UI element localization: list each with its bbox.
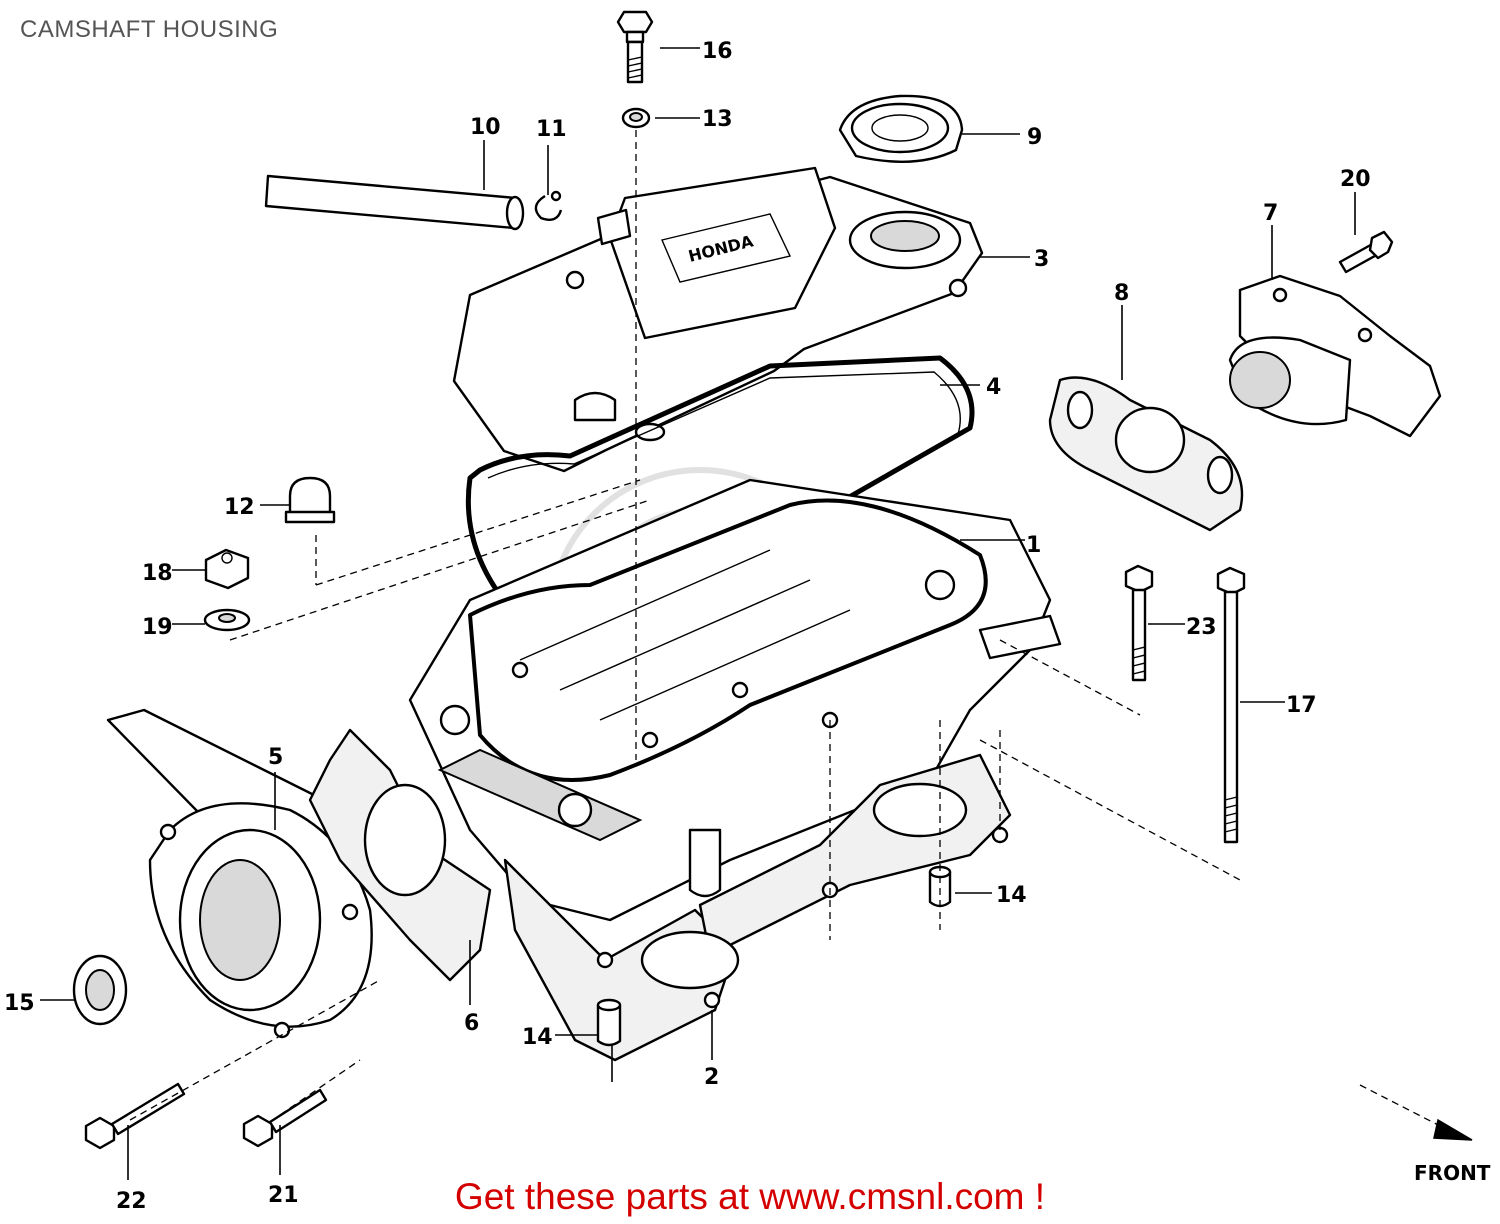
callout-5: 5 <box>268 745 283 770</box>
callout-15: 15 <box>4 991 35 1016</box>
part-1-camshaft-housing <box>408 478 1062 922</box>
part-19-washer <box>203 608 251 632</box>
part-16-bolt <box>616 10 654 84</box>
callout-17: 17 <box>1286 693 1317 718</box>
assembly-lines <box>129 130 1241 1121</box>
part-15-oil-seal <box>72 954 128 1026</box>
callout-19: 19 <box>142 615 173 640</box>
callout-3: 3 <box>1034 247 1049 272</box>
leader-lines <box>40 47 1356 1180</box>
callout-22: 22 <box>116 1189 147 1214</box>
part-22-bolt <box>84 1082 186 1150</box>
callout-18: 18 <box>142 561 173 586</box>
callout-16: 16 <box>702 39 733 64</box>
callout-6: 6 <box>464 1011 479 1036</box>
part-13-sealing-washer <box>621 107 651 129</box>
part-12-cap-nut <box>284 476 336 524</box>
callout-7: 7 <box>1263 201 1278 226</box>
callout-20: 20 <box>1340 167 1371 192</box>
part-10-breather-hose <box>264 174 525 231</box>
part-14-dowel-pin-left <box>596 998 622 1047</box>
part-6-gasket <box>308 728 492 982</box>
part-21-bolt <box>242 1088 328 1148</box>
callout-23: 23 <box>1186 615 1217 640</box>
part-17-long-stud-bolt <box>1216 566 1246 844</box>
front-label: FRONT <box>1414 1161 1491 1185</box>
callout-4: 4 <box>986 375 1001 400</box>
part-11-hose-clip <box>534 190 563 221</box>
part-2-camshaft-housing-gasket <box>503 753 1012 1062</box>
part-20-bolt <box>1338 230 1394 274</box>
part-23-bolt <box>1124 564 1154 682</box>
part-18-nut <box>204 548 250 590</box>
callout-12: 12 <box>224 495 255 520</box>
callouts: 1 2 3 4 5 6 7 8 9 10 11 12 13 14 14 15 1… <box>4 39 1371 1214</box>
callout-14-left: 14 <box>522 1025 553 1050</box>
part-3-cylinder-head-cover: HONDA <box>452 166 984 473</box>
callout-11: 11 <box>536 117 567 142</box>
callout-21: 21 <box>268 1183 299 1208</box>
callout-13: 13 <box>702 107 733 132</box>
callout-9: 9 <box>1027 125 1042 150</box>
footer-link-text[interactable]: Get these parts at www.cmsnl.com ! <box>454 1176 1046 1217</box>
callout-8: 8 <box>1114 281 1129 306</box>
callout-14-right: 14 <box>996 883 1027 908</box>
part-8-gasket <box>1048 376 1244 532</box>
callout-2: 2 <box>704 1065 719 1090</box>
part-5-side-cover <box>106 708 373 1039</box>
page-title: CAMSHAFT HOUSING <box>20 16 279 43</box>
part-9-oil-filler-cap <box>838 94 964 163</box>
front-direction-arrow: FRONT <box>1359 1084 1491 1185</box>
callout-10: 10 <box>470 115 501 140</box>
part-7-tachometer-gear-housing <box>1228 274 1442 438</box>
callout-1: 1 <box>1026 533 1041 558</box>
